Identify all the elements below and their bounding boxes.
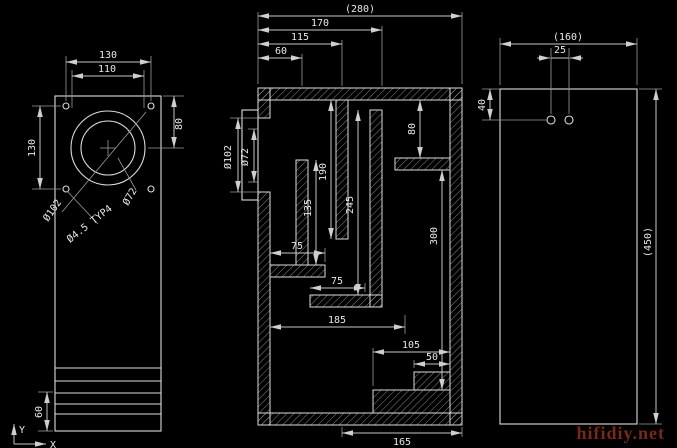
wall-left-lower	[257, 191, 271, 426]
dim-label: 50	[426, 352, 438, 363]
screw-hole	[147, 185, 155, 193]
dim-section-60: 60	[258, 46, 303, 86]
dim-section-170: 170	[258, 18, 383, 86]
dim-label: 170	[311, 18, 329, 29]
wall-left-upper	[257, 87, 271, 119]
dim-front-height-80: 80	[148, 95, 185, 149]
dim-section-50: 50	[413, 352, 450, 368]
dim-front-width-130: 130	[65, 50, 152, 101]
dim-label: 80	[407, 123, 418, 135]
dim-label: 130	[99, 50, 117, 61]
dim-label: 105	[402, 340, 420, 351]
dim-label: (160)	[553, 32, 583, 43]
driver-outer-circle	[70, 110, 146, 186]
shelf-1	[269, 264, 326, 278]
side-cabinet-outline	[499, 88, 638, 425]
side-view: (160) 25 40 (450)	[477, 32, 662, 425]
ucs-y-label: Y	[19, 425, 25, 436]
front-cabinet-outline	[54, 95, 162, 432]
step-upper	[413, 371, 451, 391]
section-view: (280) 170 115 60 Ø102	[222, 4, 463, 448]
dim-side-450: (450)	[639, 88, 662, 425]
shelf-top-right	[394, 157, 451, 171]
driver-inner-circle	[80, 120, 136, 176]
dim-label: 130	[27, 139, 38, 157]
driver-flange	[241, 109, 259, 201]
dim-label: 75	[331, 276, 343, 287]
dim-section-115: 115	[258, 32, 343, 86]
dim-label: (450)	[643, 227, 654, 257]
dim-label: 80	[174, 118, 185, 130]
dim-label: 110	[98, 64, 116, 75]
dim-side-160: (160)	[499, 32, 638, 85]
screw-hole	[62, 185, 70, 193]
partition-3	[369, 109, 383, 308]
dim-section-d102: Ø102	[222, 117, 258, 193]
dim-front-height-130: 130	[27, 105, 61, 190]
dim-side-25: 25	[537, 45, 583, 114]
dim-section-135: 135	[303, 160, 319, 265]
dim-label: 185	[328, 315, 346, 326]
dim-label: 135	[303, 199, 314, 217]
dim-front-vent-60: 60	[34, 391, 53, 432]
dim-label: Ø102	[222, 145, 234, 169]
dim-section-105: 105	[372, 340, 450, 386]
step-lower	[372, 389, 451, 414]
dim-label: (280)	[345, 4, 375, 15]
dim-label: Ø102	[41, 197, 65, 224]
wall-right	[449, 87, 463, 426]
dim-label: 60	[275, 46, 287, 57]
wall-bottom	[257, 412, 463, 426]
dim-label: Ø72	[239, 148, 251, 166]
dim-section-280: (280)	[257, 4, 463, 84]
watermark: hifidiy.net	[576, 423, 665, 443]
dim-label: 190	[318, 163, 329, 181]
screw-hole	[62, 102, 70, 110]
shelf-2	[309, 294, 383, 308]
leader-front-screws: Ø4.5 TYP4	[64, 190, 115, 246]
wall-top	[257, 87, 463, 101]
dim-label: Ø72	[120, 186, 139, 208]
front-vent-slats	[55, 367, 161, 415]
dim-front-width-110: 110	[71, 64, 145, 108]
terminal-hole	[546, 115, 556, 125]
ucs-x-label: X	[50, 440, 56, 448]
dim-section-165: 165	[341, 427, 463, 448]
dim-section-80: 80	[407, 100, 423, 158]
dim-label: 25	[554, 45, 566, 56]
dim-section-75b: 75	[310, 276, 366, 292]
dim-label: 115	[291, 32, 309, 43]
dim-side-40: 40	[477, 88, 546, 121]
dim-label: 165	[393, 437, 411, 448]
dim-section-d72: Ø72	[239, 128, 258, 183]
dim-label: 60	[34, 406, 45, 418]
dim-label: 75	[291, 241, 303, 252]
ucs-icon: X Y	[11, 424, 56, 448]
dim-label: 245	[345, 196, 356, 214]
dim-section-185: 185	[270, 315, 406, 334]
dim-label: Ø4.5 TYP4	[64, 203, 114, 246]
dim-section-245: 245	[345, 110, 361, 295]
dim-label: 300	[429, 227, 440, 245]
partition-2	[335, 99, 349, 240]
screw-hole	[147, 102, 155, 110]
front-view: 130 110 80 130 60	[27, 50, 185, 432]
terminal-hole	[564, 115, 574, 125]
dim-section-190: 190	[318, 100, 334, 239]
dim-label: 40	[477, 99, 488, 111]
dim-section-75a: 75	[270, 241, 326, 262]
